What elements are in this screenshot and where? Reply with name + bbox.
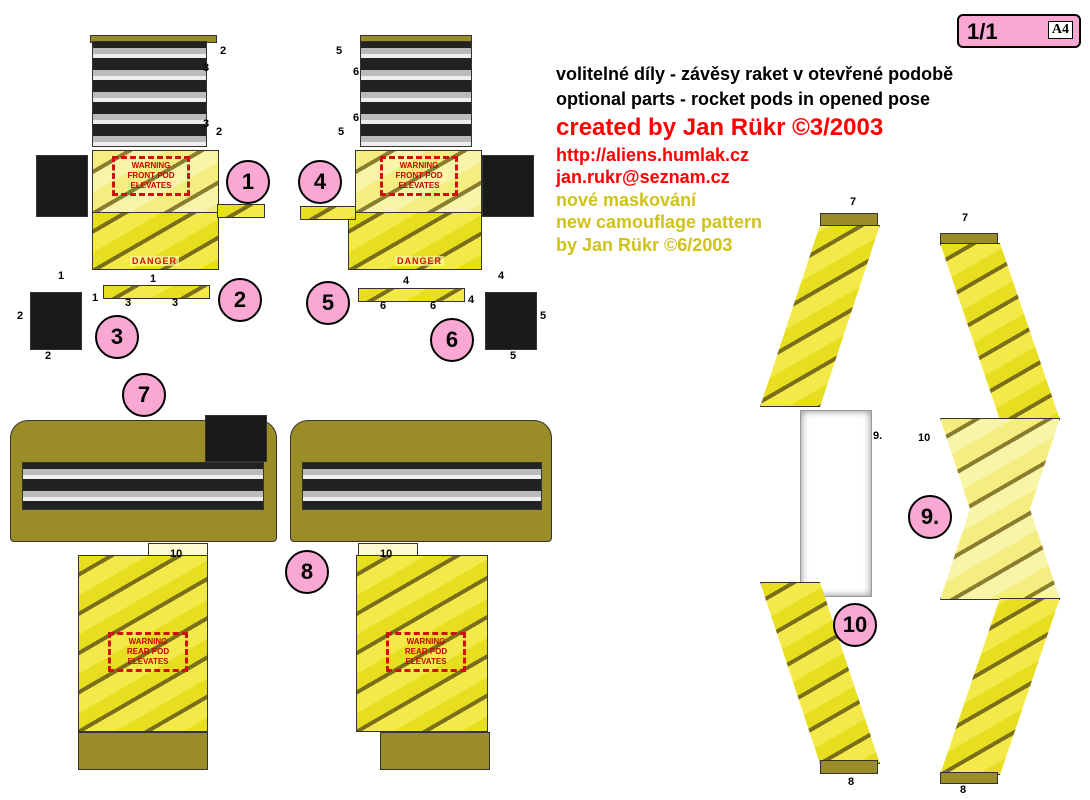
part-label: 2 bbox=[17, 310, 24, 322]
callout-6: 6 bbox=[430, 318, 474, 362]
title-cz: volitelné díly - závěsy raket v otevřené… bbox=[556, 64, 954, 84]
part-label: 6 bbox=[353, 66, 360, 78]
part-label: 8 bbox=[848, 776, 855, 788]
part-label: 10 bbox=[170, 548, 183, 560]
callout-9: 9. bbox=[908, 495, 952, 539]
part-label: 3 bbox=[125, 297, 132, 309]
part-label: 1 bbox=[92, 292, 99, 304]
part-label: 10 bbox=[918, 432, 931, 444]
strip-part-5 bbox=[358, 288, 465, 302]
danger-label-2: DANGER bbox=[395, 256, 445, 266]
camo-en: new camouflage pattern bbox=[556, 212, 763, 232]
callout-8: 8 bbox=[285, 550, 329, 594]
part-label: 4 bbox=[403, 275, 410, 287]
part-label: 6 bbox=[380, 300, 387, 312]
part-label: 7 bbox=[850, 196, 857, 208]
part-label: 10 bbox=[380, 548, 393, 560]
rocket-end-part-3 bbox=[30, 292, 82, 350]
part-label: 6 bbox=[353, 112, 360, 124]
part-label: 1 bbox=[150, 273, 157, 285]
part-label: 5 bbox=[510, 350, 517, 362]
part-label: 3 bbox=[203, 62, 210, 74]
camo-cz: nové maskování bbox=[556, 190, 697, 210]
callout-4: 4 bbox=[298, 160, 342, 204]
callout-2: 2 bbox=[218, 278, 262, 322]
part-label: 5 bbox=[336, 45, 343, 57]
warning-rear-2: WARNING REAR POD ELEVATES bbox=[386, 632, 466, 672]
camo-credit: by Jan Rükr ©6/2003 bbox=[556, 235, 733, 255]
warning-rear: WARNING REAR POD ELEVATES bbox=[108, 632, 188, 672]
part-label: 8 bbox=[960, 784, 967, 796]
strip-part-2 bbox=[103, 285, 210, 299]
callout-10: 10 bbox=[833, 603, 877, 647]
part-label: 5 bbox=[338, 126, 345, 138]
part-label: 4 bbox=[468, 294, 475, 306]
part-label: 3 bbox=[203, 118, 210, 130]
callout-5: 5 bbox=[306, 281, 350, 325]
part-label: 9. bbox=[873, 430, 883, 442]
callout-3: 3 bbox=[95, 315, 139, 359]
page-number: 1/1 bbox=[967, 19, 998, 44]
paper-size-icon: A4 bbox=[1047, 21, 1073, 39]
part-label: 2 bbox=[45, 350, 52, 362]
part-label: 2 bbox=[216, 126, 223, 138]
danger-label: DANGER bbox=[130, 256, 180, 266]
credit: created by Jan Rükr ©3/2003 bbox=[556, 114, 884, 141]
page-badge: 1/1 A4 bbox=[957, 14, 1081, 48]
part-label: 2 bbox=[220, 45, 227, 57]
part-label: 1 bbox=[58, 270, 65, 282]
warning-front-2: WARNING FRONT POD ELEVATES bbox=[380, 156, 458, 196]
callout-7: 7 bbox=[122, 373, 166, 417]
url-link[interactable]: http://aliens.humlak.cz bbox=[556, 145, 750, 165]
rocket-end-part-6 bbox=[485, 292, 537, 350]
callout-1: 1 bbox=[226, 160, 270, 204]
part-label: 6 bbox=[430, 300, 437, 312]
part-label: 4 bbox=[498, 270, 505, 282]
title-en: optional parts - rocket pods in opened p… bbox=[556, 89, 931, 109]
part-label: 5 bbox=[540, 310, 547, 322]
part-label: 3 bbox=[172, 297, 179, 309]
warning-front: WARNING FRONT POD ELEVATES bbox=[112, 156, 190, 196]
part-label: 7 bbox=[962, 212, 969, 224]
email-link[interactable]: jan.rukr@seznam.cz bbox=[556, 167, 730, 187]
